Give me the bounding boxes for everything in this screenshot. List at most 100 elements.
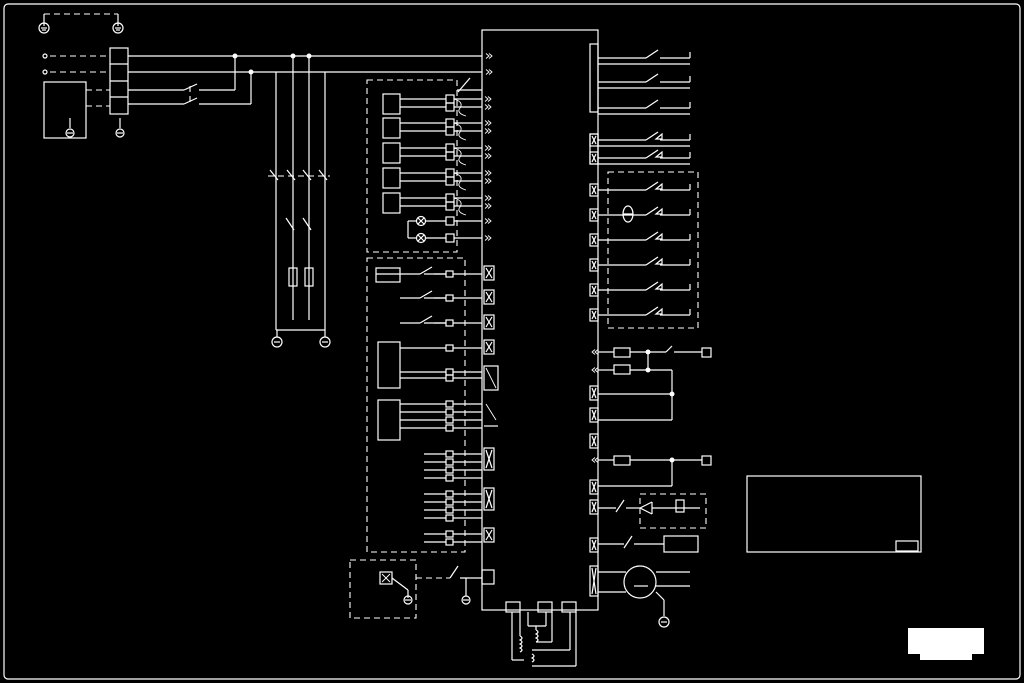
terminal-box	[445, 270, 454, 278]
wire	[453, 197, 467, 216]
terminal-box	[445, 498, 454, 506]
terminal-box	[445, 458, 454, 466]
connector-block	[483, 265, 495, 281]
sensor-box	[349, 559, 495, 619]
switch-icon	[645, 306, 659, 316]
bottom-connectors	[505, 601, 577, 667]
terminal-box	[445, 424, 454, 432]
fuse-icon	[288, 267, 298, 287]
connector-arrow	[484, 178, 492, 184]
connector-block	[589, 537, 599, 553]
terminal-box	[445, 408, 454, 416]
fuse-icon	[304, 267, 314, 287]
ground-icon	[461, 595, 471, 605]
input-panel	[366, 257, 499, 553]
thermal-icon	[654, 257, 663, 265]
connector-mark	[485, 529, 493, 541]
connector-arrow	[591, 349, 599, 355]
connector-mark	[591, 409, 597, 421]
connector-arrow	[484, 170, 492, 176]
ground-icon	[271, 330, 283, 348]
connector-mark	[485, 489, 493, 509]
drawing-border	[3, 3, 1021, 680]
thermal-icon	[654, 132, 663, 140]
terminal-box	[445, 126, 455, 136]
switch-icon	[645, 206, 659, 216]
relay-coil-box	[382, 167, 401, 189]
ground-icon	[658, 616, 670, 628]
connector-block	[589, 479, 599, 495]
connector-block	[589, 407, 599, 423]
connector-block	[483, 487, 495, 511]
feeder-branches	[268, 56, 331, 348]
switch-icon	[645, 281, 659, 291]
lamp-icon	[415, 232, 427, 244]
thermal-icon	[654, 207, 663, 215]
relay-coil-box	[382, 142, 401, 164]
lamp-icon	[415, 215, 427, 227]
sensor-network	[598, 345, 712, 553]
switch-icon	[645, 73, 659, 83]
terminal-box	[445, 151, 455, 161]
connector-mark	[591, 501, 597, 513]
thermal-panel	[607, 171, 699, 329]
connector-mark	[591, 185, 597, 195]
thermal-icon	[654, 282, 663, 290]
connector-mark	[591, 235, 597, 245]
terminal-box	[445, 319, 454, 327]
motor-icon	[598, 565, 690, 628]
relay-panel	[366, 77, 482, 253]
terminal-box	[445, 450, 454, 458]
connector-mark	[591, 539, 597, 551]
wire	[453, 147, 467, 166]
connector-block	[483, 289, 495, 305]
connector-arrow	[484, 195, 492, 201]
terminal-box	[445, 143, 455, 153]
thermal-icon	[654, 182, 663, 190]
connector-block	[483, 447, 495, 471]
connector-mark	[485, 291, 493, 303]
switch-icon	[645, 49, 659, 59]
terminal-box	[445, 538, 454, 546]
terminal-box	[445, 474, 454, 482]
terminal-box	[445, 216, 455, 226]
ground-icon	[112, 22, 124, 34]
connector-mark	[485, 341, 493, 353]
connector-arrow	[591, 457, 599, 463]
connector-mark	[591, 435, 597, 447]
ground-icon	[65, 118, 75, 138]
input-relay-box	[375, 267, 401, 283]
terminal-box	[445, 466, 454, 474]
wire	[453, 98, 467, 117]
connector-arrow	[484, 128, 492, 134]
terminal-box	[445, 514, 454, 522]
connector-arrow	[484, 96, 492, 102]
connector-arrow	[484, 153, 492, 159]
connector-arrow	[484, 120, 492, 126]
terminal-box	[445, 506, 454, 514]
sensor-panel	[639, 493, 707, 529]
filter-box	[43, 81, 87, 139]
terminal-box	[445, 368, 454, 376]
terminal-box	[445, 193, 455, 203]
terminal-box	[445, 118, 455, 128]
switch-icon	[419, 266, 433, 275]
terminal-box	[445, 416, 454, 424]
relay-coil-box	[382, 192, 401, 214]
switch-icon	[645, 99, 659, 109]
connector-arrow	[484, 104, 492, 110]
connector-mark	[591, 210, 597, 220]
connector-mark	[485, 316, 493, 328]
connector-mark	[591, 310, 597, 320]
connector-mark	[591, 153, 597, 163]
switch-icon	[645, 149, 659, 159]
connector-block	[589, 433, 599, 449]
connector-mark	[591, 387, 597, 399]
input-module-box	[377, 341, 401, 389]
terminal-n	[42, 69, 48, 75]
wire	[453, 172, 467, 191]
connector-arrow	[484, 145, 492, 151]
switch-icon	[645, 131, 659, 141]
title-block	[746, 475, 922, 553]
